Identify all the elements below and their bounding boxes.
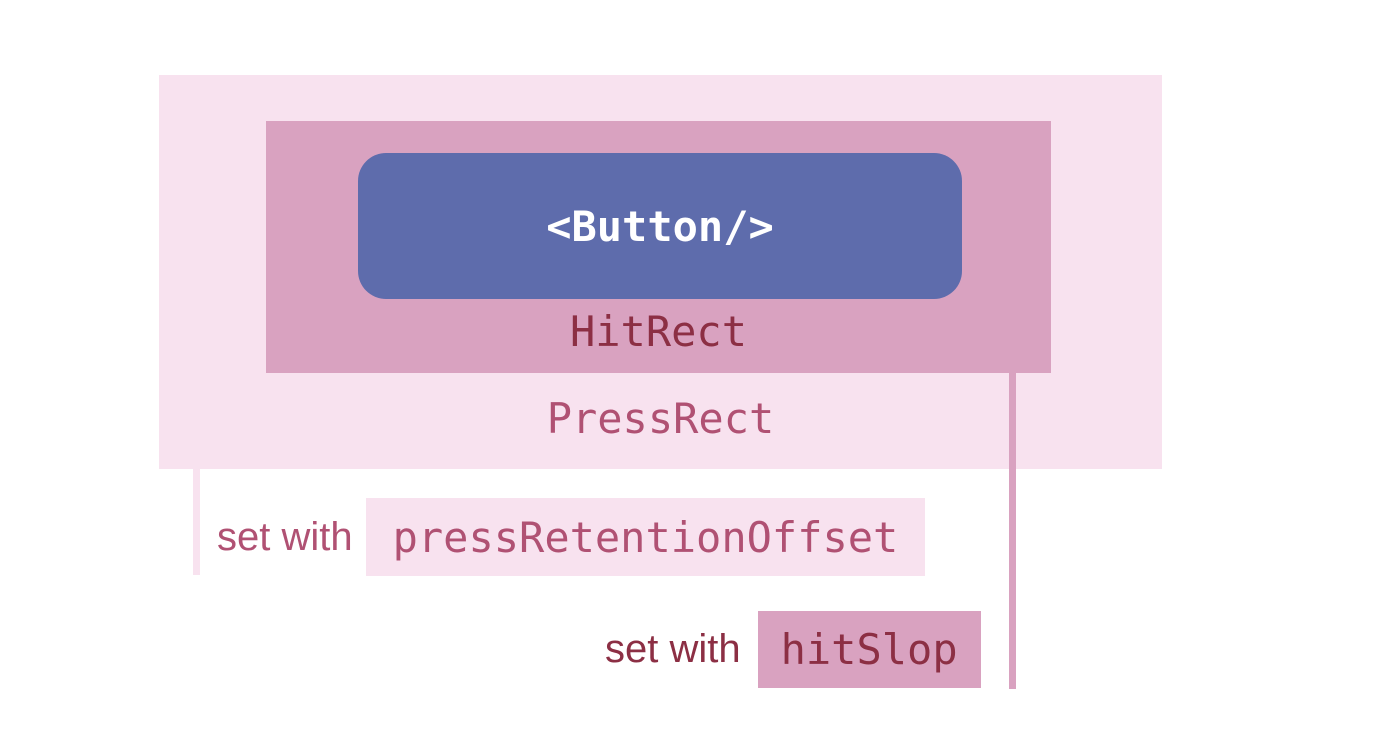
press-retention-annotation: set with pressRetentionOffset <box>217 498 926 576</box>
hit-rect-connector-line <box>1009 373 1016 689</box>
hit-rect-label: HitRect <box>569 307 747 356</box>
set-with-label: set with <box>605 627 741 671</box>
press-retention-offset-code: pressRetentionOffset <box>365 498 926 576</box>
button-label: <Button/> <box>546 201 774 251</box>
hit-slop-code: hitSlop <box>757 611 981 688</box>
hit-slop-annotation: set with hitSlop <box>605 611 981 688</box>
set-with-label: set with <box>217 514 353 559</box>
button-shape: <Button/> <box>358 153 962 299</box>
press-rect-label: PressRect <box>546 394 775 443</box>
press-rect-connector-line <box>193 469 200 575</box>
